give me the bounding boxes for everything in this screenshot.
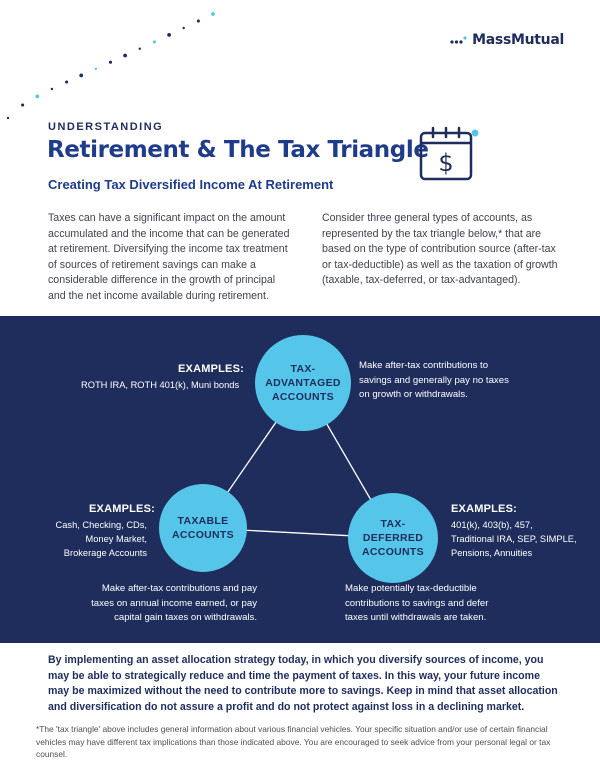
tax-advantaged-desc-3: on growth or withdrawals. [359, 389, 468, 400]
tax-deferred-circle: TAX- DEFERRED ACCOUNTS [348, 493, 438, 583]
decorative-dot [35, 94, 40, 99]
tax-advantaged-desc-2: savings and generally pay no taxes [359, 374, 509, 386]
tax-deferred-desc-1: Make potentially tax-deductible [345, 583, 477, 594]
decorative-dot [50, 87, 54, 91]
tax-advantaged-desc-1: Make after-tax contributions to [359, 360, 489, 371]
decorative-dot [167, 33, 172, 37]
tax-deferred-examples-title: EXAMPLES: [451, 503, 517, 515]
page-eyebrow: UNDERSTANDING [48, 121, 164, 133]
decorative-dot [196, 19, 200, 23]
intro-paragraph-right: Consider three general types of accounts… [322, 212, 558, 286]
dots-logo-icon [450, 36, 467, 44]
page-subtitle: Creating Tax Diversified Income At Retir… [48, 177, 334, 192]
taxable-example-1: Cash, Checking, CDs, [55, 520, 147, 530]
tax-deferred-example-1: 401(k), 403(b), 457, [451, 520, 533, 530]
tax-advantaged-description: Make after-tax contributions to savings … [359, 359, 509, 403]
svg-text:$: $ [438, 149, 453, 177]
intro-paragraph-left: Taxes can have a significant impact on t… [48, 212, 290, 302]
decorative-dot [123, 53, 127, 58]
tax-deferred-desc-2: contributions to savings and defer [345, 597, 489, 609]
brand-logo[interactable]: MassMutual [450, 32, 564, 48]
brand-name: MassMutual [472, 32, 564, 48]
taxable-desc-2: taxes on annual income earned, or pay [91, 597, 257, 609]
tax-deferred-desc-3: taxes until withdrawals are taken. [345, 612, 487, 623]
tax-deferred-example-3: Pensions, Annuities [451, 548, 533, 558]
taxable-example-3: Brokerage Accounts [63, 548, 147, 558]
tax-advantaged-name-2: ADVANTAGED [265, 377, 341, 389]
taxable-circle: TAXABLE ACCOUNTS [159, 484, 247, 572]
tax-advantaged-examples: ROTH IRA, ROTH 401(k), Muni bonds [81, 380, 240, 390]
decorative-dot [65, 80, 69, 84]
decorative-dot [21, 103, 25, 107]
tax-advantaged-name-3: ACCOUNTS [272, 391, 334, 403]
decorative-dot [6, 116, 10, 120]
decorative-dot [211, 12, 215, 16]
tax-advantaged-circle: TAX- ADVANTAGED ACCOUNTS [255, 335, 351, 431]
tax-deferred-example-2: Traditional IRA, SEP, SIMPLE, [451, 534, 577, 544]
taxable-name-1: TAXABLE [177, 515, 229, 527]
footnote: *The 'tax triangle' above includes gener… [36, 724, 551, 759]
decorative-dot [138, 47, 141, 50]
decorative-dot [182, 26, 185, 30]
page-title: Retirement & The Tax Triangle [47, 137, 429, 163]
tax-advantaged-name-1: TAX- [290, 363, 316, 375]
tax-deferred-description: Make potentially tax-deductible contribu… [345, 582, 488, 626]
tax-deferred-name-3: ACCOUNTS [362, 546, 424, 558]
tax-deferred-name-1: TAX- [380, 518, 406, 530]
taxable-desc-3: capital gain taxes on withdrawals. [114, 612, 257, 623]
tax-triangle-panel: TAX- ADVANTAGED ACCOUNTS EXAMPLES: ROTH … [0, 316, 600, 643]
tax-advantaged-examples-title: EXAMPLES: [178, 363, 244, 375]
taxable-example-2: Money Market, [85, 534, 147, 544]
taxable-name-2: ACCOUNTS [172, 529, 234, 541]
calendar-dollar-icon: $ [419, 126, 479, 181]
decorative-dot [152, 40, 156, 44]
decorative-dots [6, 12, 215, 120]
tax-deferred-name-2: DEFERRED [362, 532, 424, 544]
tax-deferred-examples: 401(k), 403(b), 457, Traditional IRA, SE… [451, 518, 577, 560]
decorative-dot [79, 73, 84, 78]
taxable-desc-1: Make after-tax contributions and pay [101, 583, 257, 594]
conclusion-paragraph: By implementing an asset allocation stra… [48, 654, 558, 713]
decorative-dot [108, 60, 113, 64]
taxable-description: Make after-tax contributions and pay tax… [91, 582, 257, 626]
decorative-dot [94, 67, 98, 71]
taxable-examples-title: EXAMPLES: [89, 503, 155, 515]
taxable-examples: Cash, Checking, CDs, Money Market, Broke… [56, 518, 147, 560]
